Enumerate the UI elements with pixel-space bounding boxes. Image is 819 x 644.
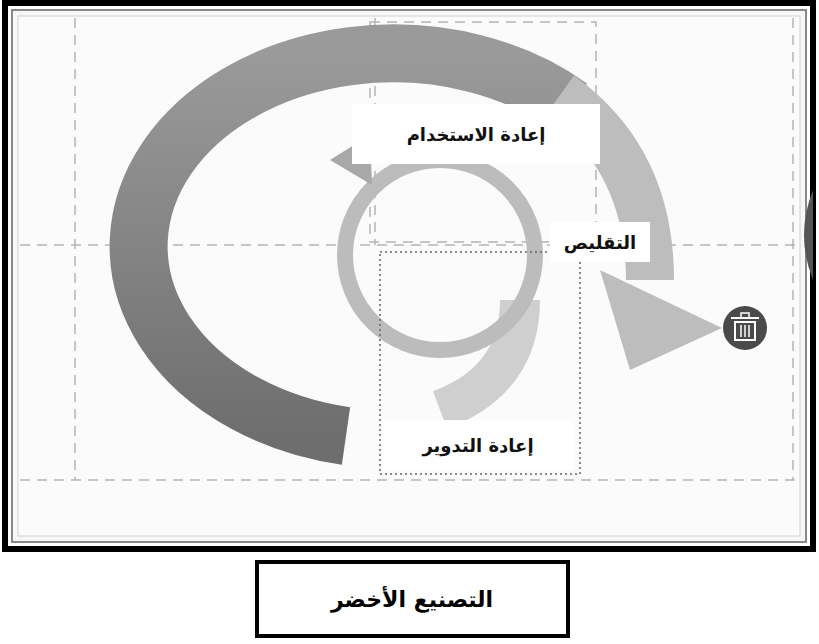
label-box: إعادة التدوير: [382, 420, 574, 470]
label-text: إعادة التدوير: [422, 435, 533, 456]
label-box: إعادة الاستخدام: [352, 104, 600, 164]
inner-ring: [345, 160, 535, 350]
edge-shape: [804, 190, 813, 280]
picture-ground: [12, 10, 806, 542]
dashed-grid: [20, 18, 798, 480]
label-text: إعادة الاستخدام: [407, 124, 546, 145]
dotted-frame: [380, 252, 580, 474]
caption-text: التصنيع الأخضر: [331, 587, 493, 612]
light-arrowhead: [600, 270, 722, 370]
label-text: التقليص: [564, 232, 636, 253]
picture-inner: [18, 16, 800, 536]
label-box: التقليص: [550, 222, 650, 262]
caption-box: التصنيع الأخضر: [255, 560, 570, 638]
frame: [5, 3, 813, 549]
trash-icon: [723, 306, 767, 350]
